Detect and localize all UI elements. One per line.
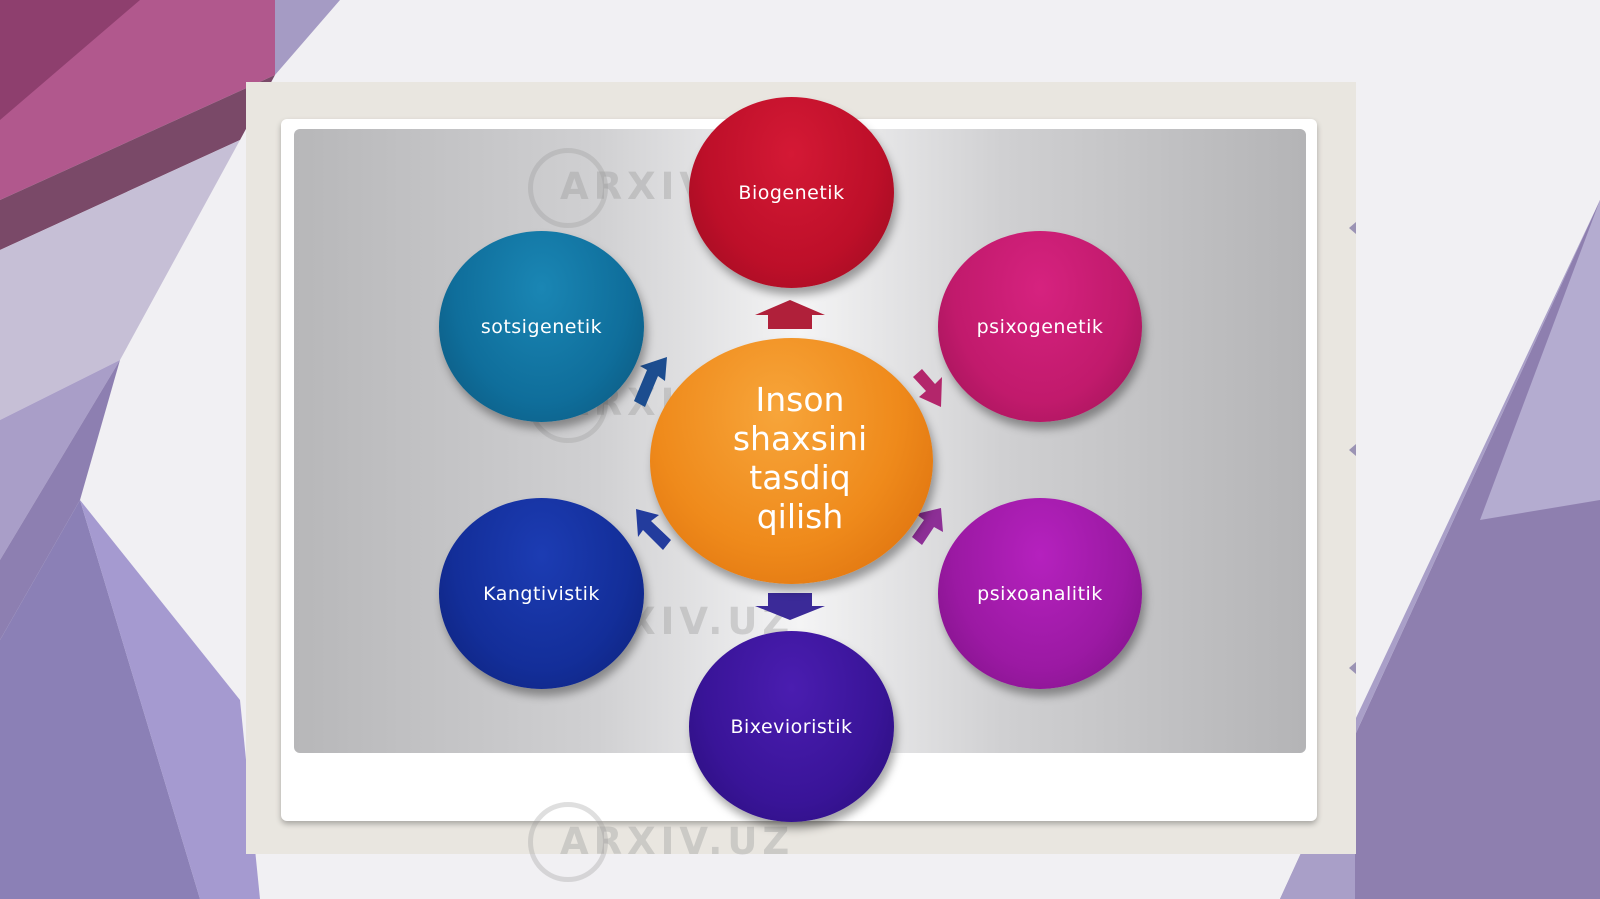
center-label-line: qilish	[756, 497, 844, 536]
arrow-up-icon	[755, 300, 825, 329]
watermark-text: ARXIV.UZ	[560, 820, 795, 863]
center-label-line: tasdiq	[749, 458, 851, 497]
center-label: Inson shaxsini tasdiq qilish	[690, 380, 910, 536]
arrow-down-left-icon	[636, 509, 671, 550]
watermark-logo	[528, 802, 608, 882]
slide-edge-mark	[1349, 222, 1356, 234]
arrow-down-right-icon	[912, 508, 943, 545]
slide-edge-mark	[1349, 662, 1356, 674]
node-psixogenetik: psixogenetik	[938, 231, 1142, 422]
arrow-up-left-icon	[634, 357, 667, 407]
arrow-up-right-icon	[913, 369, 942, 407]
center-label-line: shaxsini	[732, 419, 868, 458]
node-label: Kangtivistik	[483, 582, 600, 605]
slide-edge-mark	[1349, 444, 1356, 456]
node-kangtivistik: Kangtivistik	[439, 498, 644, 689]
arrow-down-icon	[755, 593, 825, 620]
center-label-line: Inson	[755, 380, 845, 419]
node-sotsigenetik: sotsigenetik	[439, 231, 644, 422]
center-node	[650, 338, 933, 584]
watermark-logo	[528, 148, 608, 228]
node-biogenetik: Biogenetik	[689, 97, 894, 288]
node-label: sotsigenetik	[480, 315, 603, 338]
node-label: Bixevioristik	[730, 715, 853, 738]
node-label: psixoanalitik	[977, 582, 1103, 605]
node-label: Biogenetik	[738, 181, 845, 204]
node-label: psixogenetik	[976, 315, 1104, 338]
node-bixevioristik: Bixevioristik	[689, 631, 894, 822]
node-psixoanalitik: psixoanalitik	[938, 498, 1142, 689]
